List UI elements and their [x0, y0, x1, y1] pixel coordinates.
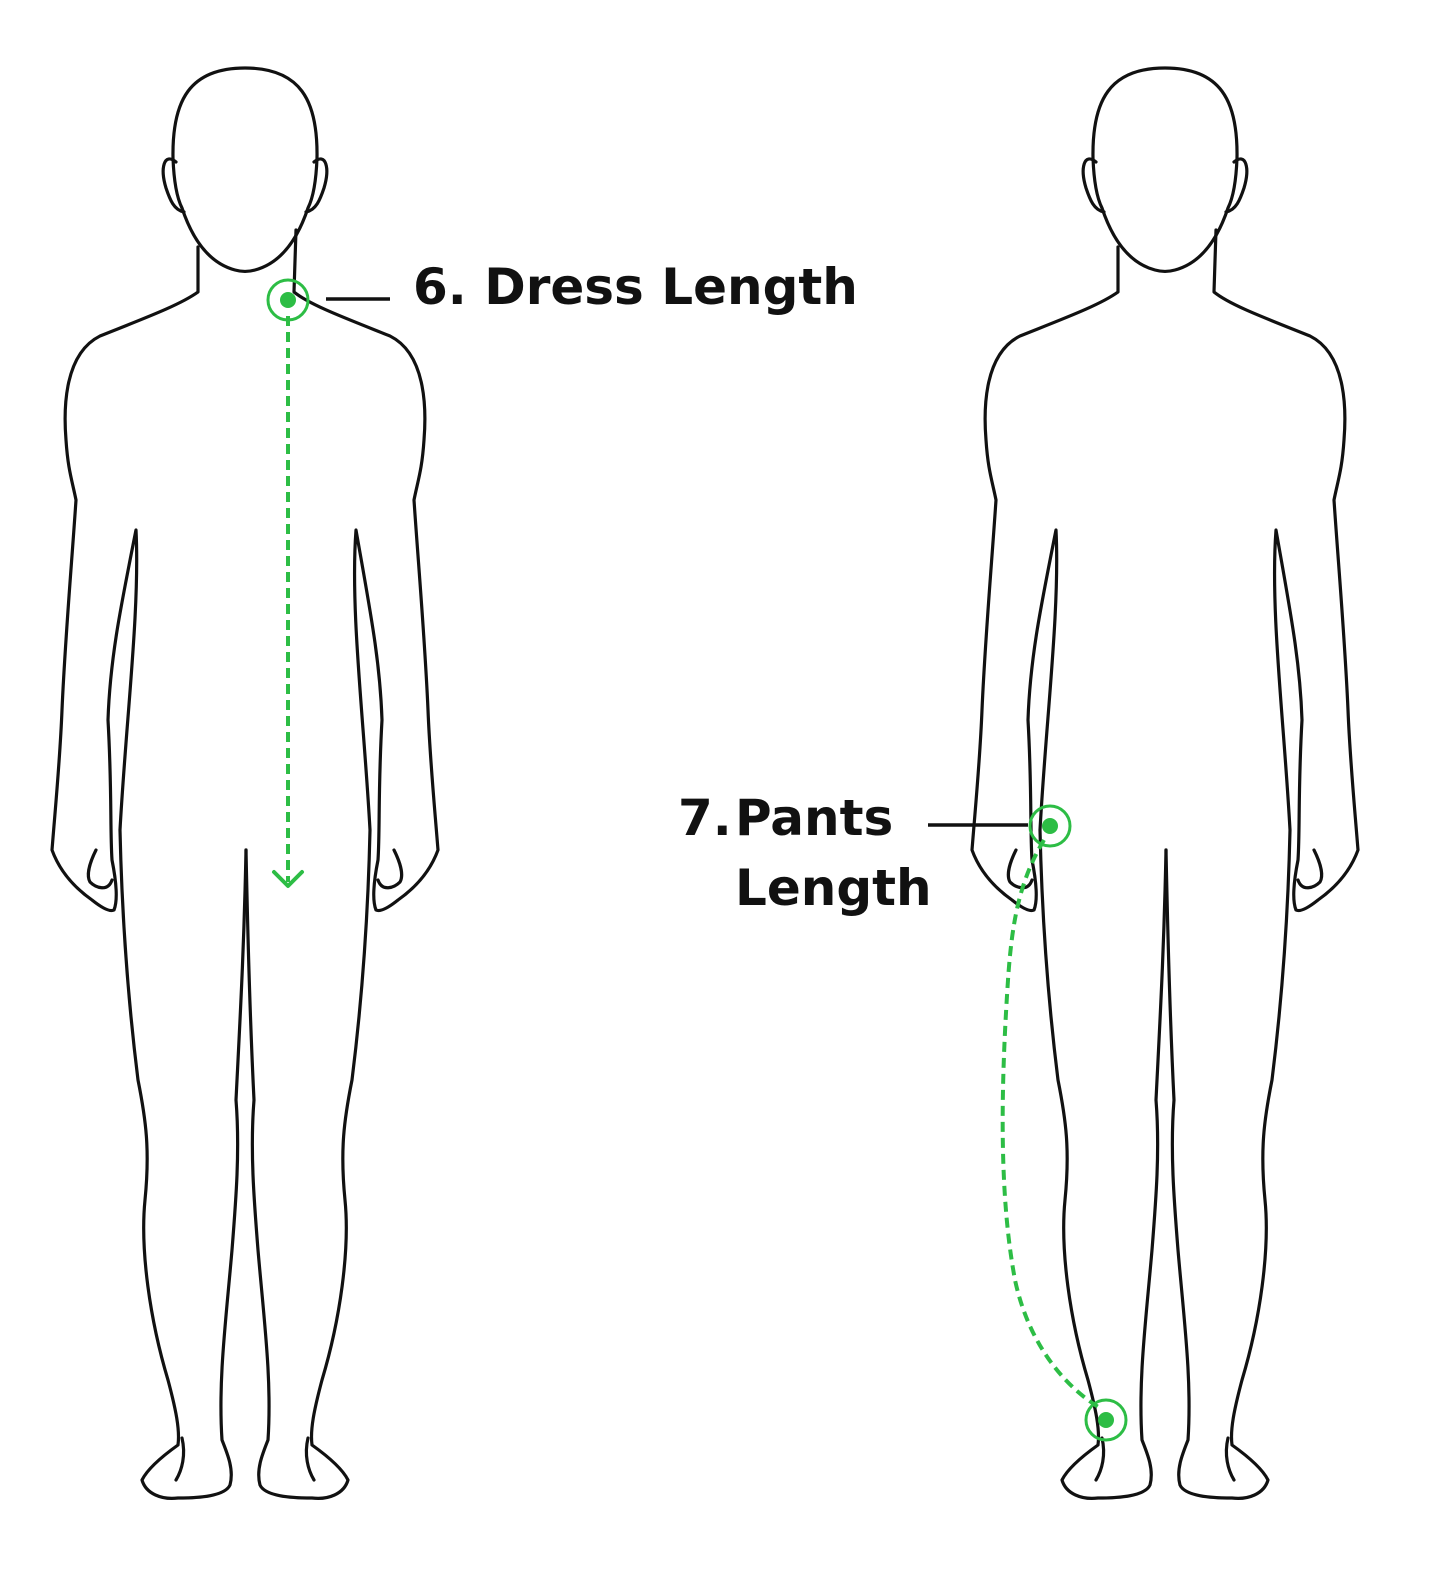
human-figure-front-icon [50, 66, 440, 1500]
dress-length-measurement [266, 278, 390, 888]
measurement-end-dot [1098, 1412, 1114, 1428]
measurement-start-point-icon [1028, 804, 1072, 848]
pants-length-line [1000, 838, 1102, 1410]
pants-length-number: 7. [678, 789, 732, 847]
pants-length-name-line1: Pants [735, 789, 894, 847]
arrow-down-icon [272, 870, 304, 888]
measurement-start-dot [280, 292, 296, 308]
pants-length-measurement [928, 804, 1128, 1442]
dress-length-name: Dress Length [484, 258, 858, 316]
measurement-end-point-icon [1084, 1398, 1128, 1442]
pants-length-name-line2: Length [735, 859, 932, 917]
measurement-start-dot [1042, 818, 1058, 834]
dress-length-number: 6. [413, 258, 467, 316]
dress-length-label: 6. Dress Length [413, 262, 858, 312]
human-figure-front-icon [970, 66, 1360, 1500]
